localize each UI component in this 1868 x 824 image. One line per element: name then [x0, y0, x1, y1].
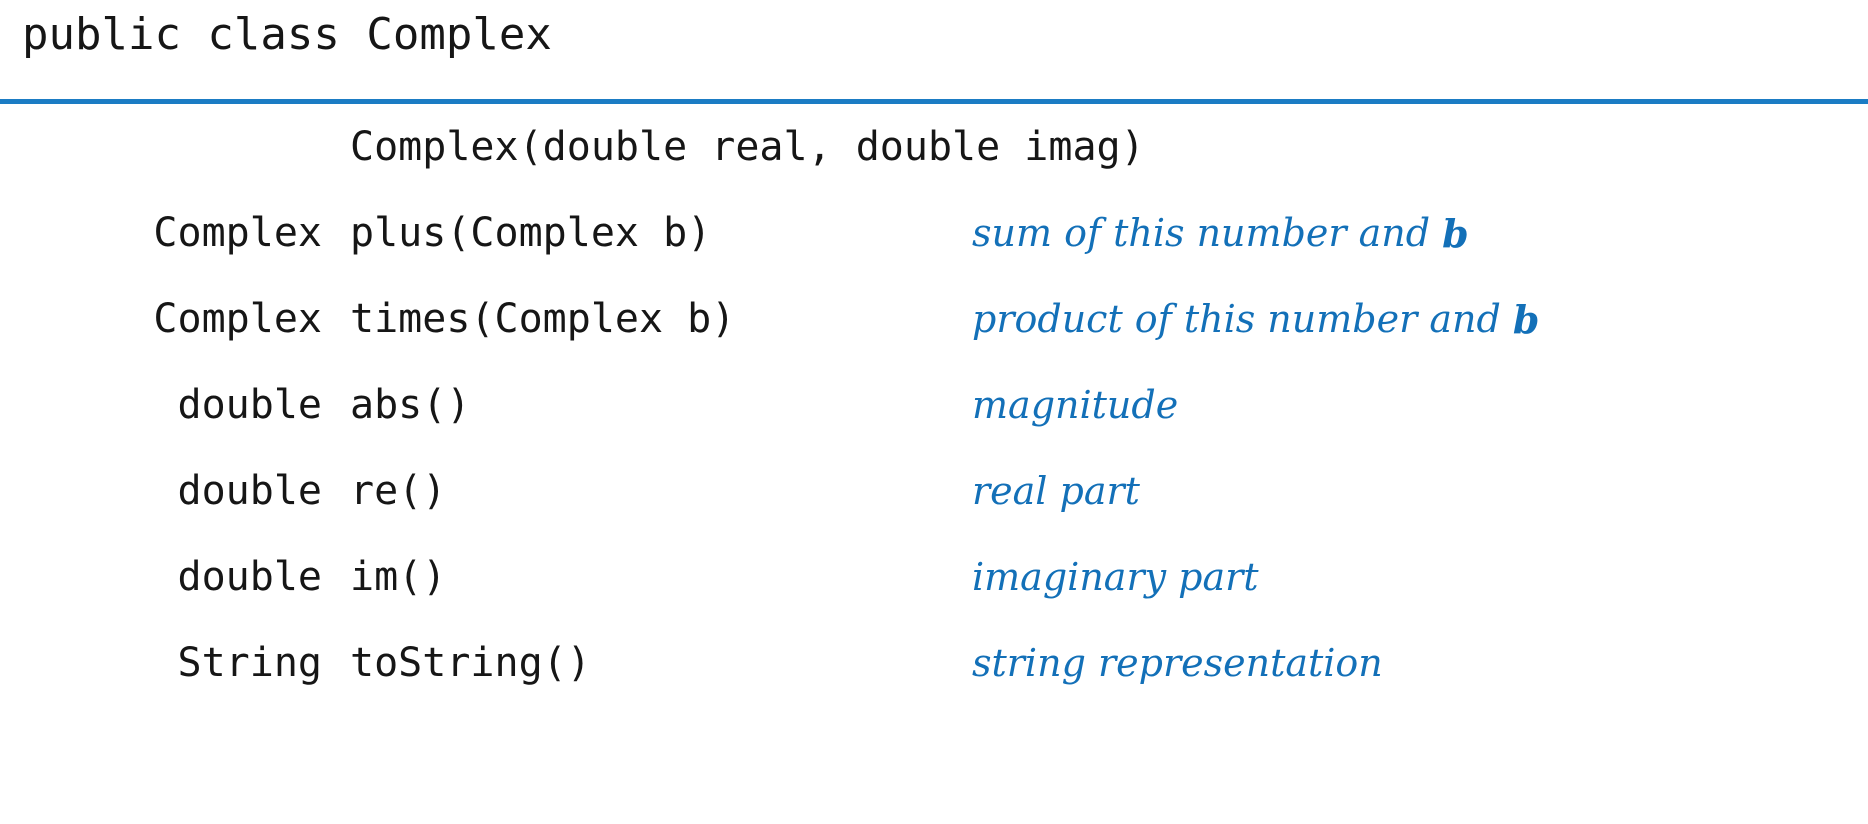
method-description: imaginary part	[972, 534, 1259, 620]
table-row: Complex(double real, double imag)	[0, 104, 1868, 190]
description-text: product of this number and	[972, 297, 1513, 341]
description-arg: b	[1442, 210, 1469, 256]
header-divider	[0, 99, 1868, 104]
page-title: public class Complex	[22, 9, 552, 60]
method-signature: im()	[350, 554, 447, 600]
method-signature: Complex(double real, double imag)	[350, 124, 1145, 170]
method-signature: times(Complex b)	[350, 296, 736, 342]
description-text: real part	[972, 469, 1140, 513]
table-row: Complex times(Complex b) product of this…	[0, 276, 1868, 362]
return-type: Complex	[153, 210, 322, 256]
description-text: string representation	[972, 641, 1383, 685]
return-type: double	[177, 382, 323, 428]
table-row: Complex plus(Complex b) sum of this numb…	[0, 190, 1868, 276]
method-signature: abs()	[350, 382, 471, 428]
method-description: magnitude	[972, 362, 1178, 448]
description-text: sum of this number and	[972, 211, 1443, 255]
method-description: real part	[972, 448, 1140, 534]
table-row: double im() imaginary part	[0, 534, 1868, 620]
method-description: sum of this number and b	[972, 190, 1469, 276]
table-row: double abs() magnitude	[0, 362, 1868, 448]
description-text: imaginary part	[972, 555, 1259, 599]
method-signature: re()	[350, 468, 447, 514]
description-text: magnitude	[972, 383, 1179, 427]
method-description: product of this number and b	[972, 276, 1539, 362]
method-signature: toString()	[350, 640, 591, 686]
method-description: string representation	[972, 620, 1383, 706]
return-type: String	[177, 640, 323, 686]
return-type: Complex	[153, 296, 322, 342]
method-signature: plus(Complex b)	[350, 210, 712, 256]
return-type: double	[177, 468, 323, 514]
table-row: double re() real part	[0, 448, 1868, 534]
description-arg: b	[1512, 296, 1540, 342]
return-type	[0, 104, 322, 190]
table-row: String toString() string representation	[0, 620, 1868, 706]
api-method-table: Complex(double real, double imag) Comple…	[0, 104, 1868, 706]
return-type: double	[177, 554, 323, 600]
